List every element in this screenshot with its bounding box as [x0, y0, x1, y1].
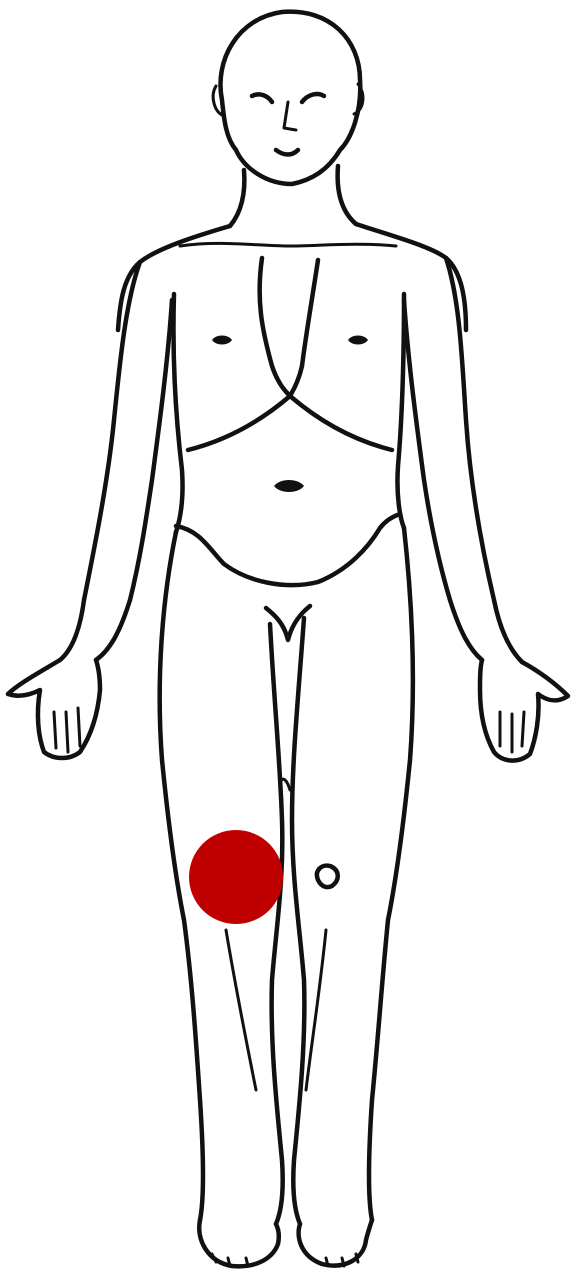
head — [213, 12, 363, 184]
markers-layer — [189, 830, 283, 924]
left-nipple — [212, 336, 232, 345]
navel — [274, 480, 304, 492]
right-arm — [8, 262, 172, 758]
inner-knee-detail — [280, 779, 290, 800]
right-eye — [302, 94, 324, 102]
feet — [199, 1220, 372, 1266]
mouth — [276, 150, 298, 155]
pain-marker-right-knee — [189, 830, 283, 924]
neck — [230, 166, 356, 226]
left-arm — [404, 258, 568, 761]
nose — [284, 102, 296, 130]
right-nipple — [348, 336, 368, 345]
left-eye — [252, 94, 272, 102]
left-kneecap — [317, 866, 338, 887]
